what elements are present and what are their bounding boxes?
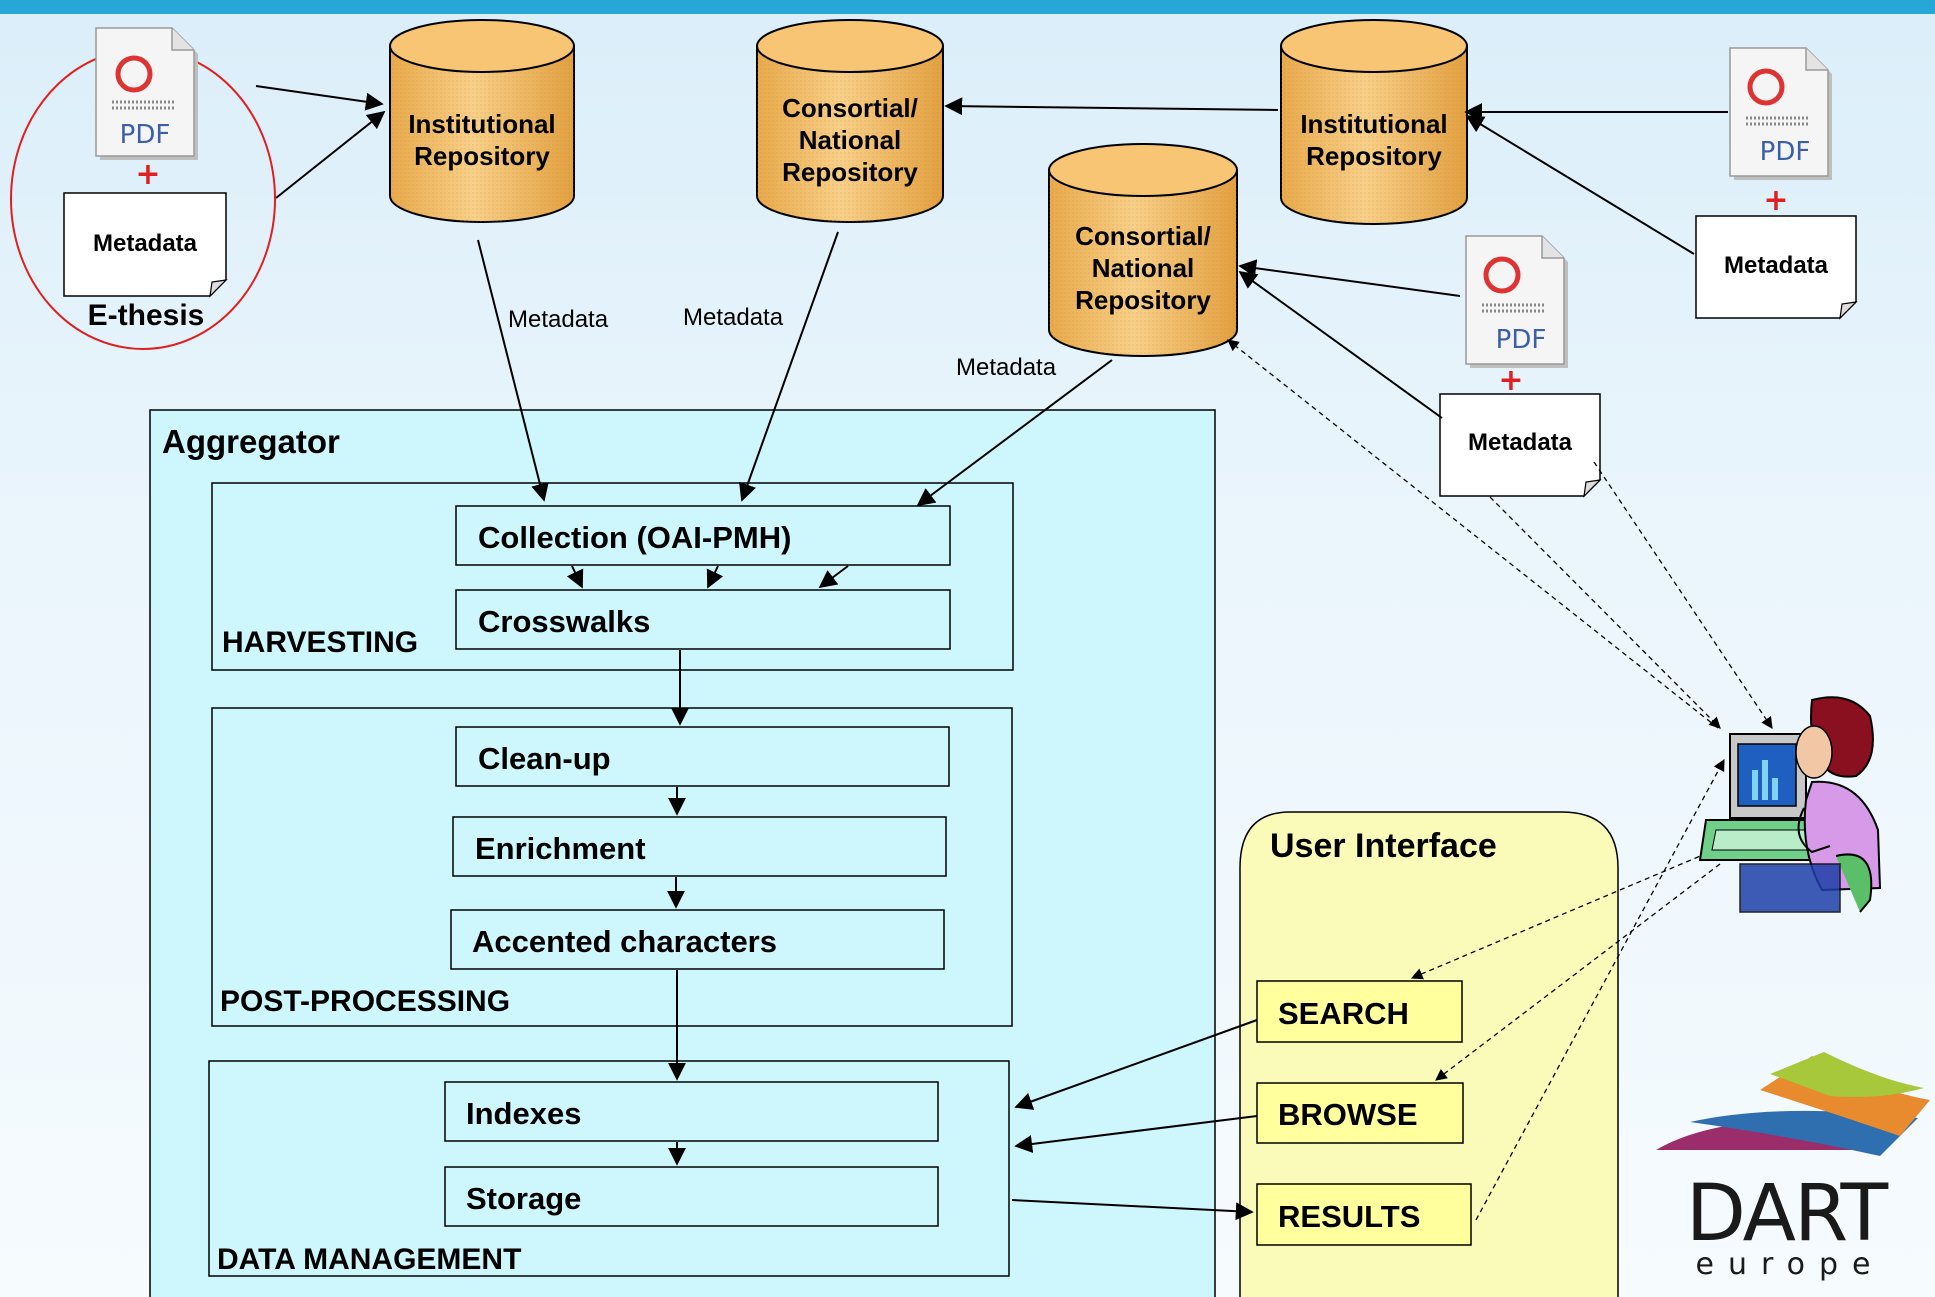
storage-label: Storage <box>466 1181 581 1216</box>
crosswalks-label: Crosswalks <box>478 604 650 639</box>
repository-institutional-left: Institutional Repository <box>389 19 575 223</box>
user-interface-title: User Interface <box>1270 827 1497 865</box>
indexes-label: Indexes <box>466 1096 581 1131</box>
plus-icon: + <box>1763 183 1788 218</box>
aggregator-title: Aggregator <box>162 423 340 460</box>
pdf-icon-label: PDF <box>120 120 171 150</box>
post-processing-section: Clean-up Enrichment Accented characters … <box>211 707 1013 1027</box>
repository-label: Institutional <box>1300 109 1447 139</box>
user-interface-panel: User Interface SEARCH BROWSE RESULTS <box>1239 811 1619 1297</box>
search-label: SEARCH <box>1278 996 1409 1031</box>
user-computer-icon <box>1698 696 1882 913</box>
results-button[interactable]: RESULTS <box>1256 1183 1472 1246</box>
repository-label: Repository <box>782 157 918 187</box>
results-label: RESULTS <box>1278 1199 1420 1234</box>
metadata-document: Metadata <box>63 192 228 298</box>
accented-label: Accented characters <box>472 924 777 959</box>
aggregator-panel: Aggregator Collection (OAI-PMH) Crosswal… <box>149 409 1216 1297</box>
ethesis-caption: E-thesis <box>88 299 205 332</box>
edge-label: Metadata <box>508 306 609 333</box>
metadata-label: Metadata <box>1468 429 1573 456</box>
document-pair-right-top: PDF + Metadata <box>1695 47 1858 320</box>
edge-label: Metadata <box>683 304 784 331</box>
cleanup-box <box>455 726 950 787</box>
repository-label: National <box>1092 253 1195 283</box>
crosswalks-box <box>455 589 951 650</box>
pdf-icon: PDF <box>95 27 198 160</box>
solid-edges <box>255 85 1728 1221</box>
metadata-document: Metadata <box>1439 393 1602 498</box>
storage-box <box>444 1166 939 1227</box>
data-management-label: DATA MANAGEMENT <box>217 1243 521 1276</box>
ethesis-group: PDF + Metadata E-thesis <box>10 27 276 350</box>
cleanup-label: Clean-up <box>478 741 611 776</box>
search-button[interactable]: SEARCH <box>1256 980 1463 1043</box>
document-pair-right-mid: PDF + Metadata <box>1439 235 1602 498</box>
harvesting-label: HARVESTING <box>222 626 418 659</box>
plus-icon: + <box>1498 363 1523 398</box>
plus-icon: + <box>135 157 160 192</box>
collection-label: Collection (OAI-PMH) <box>478 520 791 555</box>
metadata-label: Metadata <box>1724 252 1829 279</box>
logo-sub: europe <box>1696 1247 1885 1282</box>
metadata-document: Metadata <box>1695 215 1858 320</box>
dart-europe-logo: DART europe <box>1656 1052 1930 1282</box>
edge-label: Metadata <box>956 354 1057 381</box>
post-processing-label: POST-PROCESSING <box>220 985 510 1018</box>
repository-label: Repository <box>414 141 550 171</box>
enrichment-label: Enrichment <box>475 831 646 866</box>
repository-consortial-mid: Consortial/ National Repository <box>1048 143 1238 357</box>
data-management-section: Indexes Storage DATA MANAGEMENT <box>208 1060 1010 1277</box>
repository-label: Repository <box>1306 141 1442 171</box>
repository-label: Institutional <box>408 109 555 139</box>
accented-box <box>450 909 945 970</box>
browse-button[interactable]: BROWSE <box>1256 1082 1464 1144</box>
repository-label: National <box>799 125 902 155</box>
dashed-edges <box>1227 339 1773 1221</box>
pdf-icon-label: PDF <box>1496 325 1547 355</box>
pdf-icon: PDF <box>1465 235 1568 368</box>
harvesting-section: Collection (OAI-PMH) Crosswalks HARVESTI… <box>211 482 1014 671</box>
repository-label: Consortial/ <box>782 93 918 123</box>
pdf-icon: PDF <box>1729 47 1832 180</box>
repository-institutional-right: Institutional Repository <box>1280 19 1468 225</box>
indexes-box <box>444 1081 939 1142</box>
header-band <box>0 0 1935 14</box>
enrichment-box <box>452 816 947 877</box>
repository-label: Repository <box>1075 285 1211 315</box>
repository-consortial-top: Consortial/ National Repository <box>756 19 944 223</box>
logo-word: DART <box>1686 1169 1889 1259</box>
collection-box <box>455 505 951 566</box>
browse-label: BROWSE <box>1278 1097 1418 1132</box>
repository-label: Consortial/ <box>1075 221 1211 251</box>
metadata-label: Metadata <box>93 230 198 257</box>
pdf-icon-label: PDF <box>1760 137 1811 167</box>
